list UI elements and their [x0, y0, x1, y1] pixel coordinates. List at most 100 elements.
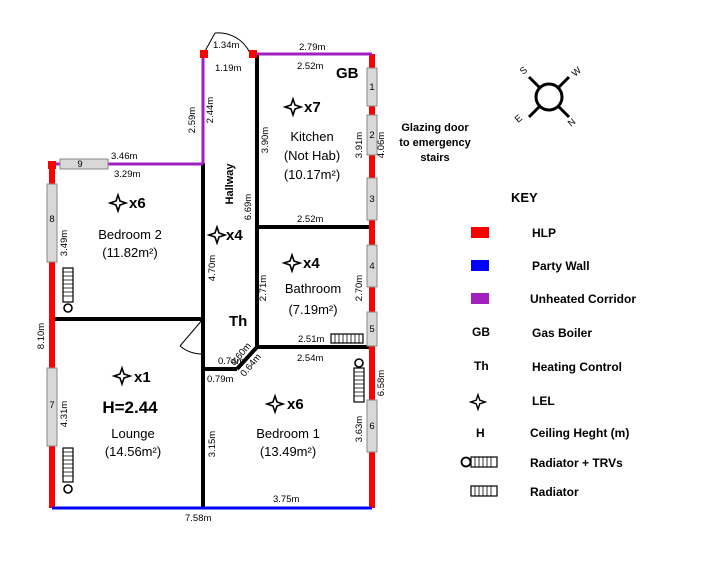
svg-text:4.70m: 4.70m — [207, 255, 218, 281]
svg-text:3.15m: 3.15m — [207, 431, 218, 457]
svg-text:3.46m: 3.46m — [111, 151, 137, 162]
svg-text:8.10m: 8.10m — [36, 323, 47, 349]
svg-text:x6: x6 — [287, 396, 304, 413]
bedroom2-label: x6 Bedroom 2 (11.82m²) — [98, 194, 162, 260]
svg-text:7.58m: 7.58m — [185, 513, 211, 524]
svg-text:x1: x1 — [134, 369, 151, 386]
svg-text:Bedroom 1: Bedroom 1 — [256, 426, 320, 441]
svg-text:stairs: stairs — [420, 152, 449, 164]
svg-text:6.69m: 6.69m — [243, 194, 254, 220]
kitchen-label: x7 Kitchen (Not Hab) (10.17m²) — [284, 98, 340, 182]
radiator-trv-icon — [460, 456, 498, 468]
svg-text:0.79m: 0.79m — [207, 374, 233, 385]
svg-text:1.19m: 1.19m — [215, 63, 241, 74]
corridor-wall-stubs — [48, 50, 257, 169]
svg-text:1.34m: 1.34m — [213, 40, 239, 51]
svg-text:(11.82m²): (11.82m²) — [102, 245, 157, 260]
svg-text:2.54m: 2.54m — [297, 353, 323, 364]
svg-text:(7.19m²): (7.19m²) — [288, 302, 337, 317]
svg-text:N: N — [566, 116, 578, 129]
legend-hlp-swatch — [471, 227, 489, 238]
svg-text:Glazing door: Glazing door — [401, 122, 469, 134]
svg-text:8: 8 — [49, 214, 54, 225]
svg-text:2.52m: 2.52m — [297, 214, 323, 225]
heating-control-label: Th — [229, 313, 247, 330]
window-7: 7 — [46, 367, 58, 447]
svg-text:0.74m: 0.74m — [218, 356, 244, 367]
glazing-door-note: Glazing door to emergency stairs — [399, 122, 471, 164]
radiator-trv-bedroom1 — [353, 358, 365, 403]
svg-text:6: 6 — [369, 421, 374, 432]
svg-text:Heating Control: Heating Control — [532, 360, 622, 374]
svg-text:Bathroom: Bathroom — [285, 281, 341, 296]
radiator-icon — [470, 485, 498, 497]
svg-text:GB: GB — [472, 325, 490, 339]
svg-text:x4: x4 — [226, 227, 243, 244]
svg-text:2.79m: 2.79m — [299, 42, 325, 53]
svg-text:2.70m: 2.70m — [354, 275, 365, 301]
gas-boiler-label: GB — [336, 65, 359, 82]
legend-title: KEY — [511, 190, 538, 205]
svg-text:HLP: HLP — [532, 226, 556, 240]
svg-text:9: 9 — [77, 159, 82, 170]
svg-text:(13.49m²): (13.49m²) — [260, 444, 316, 459]
svg-text:7: 7 — [49, 400, 54, 411]
svg-text:3.91m: 3.91m — [354, 132, 365, 158]
legend-unheated-swatch — [471, 293, 489, 304]
svg-text:4.06m: 4.06m — [376, 132, 387, 158]
svg-text:(10.17m²): (10.17m²) — [284, 167, 340, 182]
svg-text:2.52m: 2.52m — [297, 61, 323, 72]
svg-text:Gas Boiler: Gas Boiler — [532, 326, 592, 340]
legend: KEY HLP Party Wall Unheated Corridor GB … — [460, 190, 636, 499]
interior-walls — [52, 54, 372, 508]
svg-text:2: 2 — [369, 130, 374, 141]
svg-text:H: H — [476, 426, 485, 440]
svg-text:Unheated Corridor: Unheated Corridor — [530, 292, 636, 306]
svg-text:E: E — [513, 113, 525, 126]
window-9: 9 — [59, 158, 109, 170]
dimension-labels: 1.34m 1.19m 2.79m 2.52m 2.59m 2.44m 3.46… — [36, 40, 387, 524]
svg-text:3.49m: 3.49m — [59, 230, 70, 256]
svg-text:S: S — [518, 65, 530, 78]
svg-text:Hallway: Hallway — [224, 163, 236, 205]
svg-text:x7: x7 — [304, 99, 321, 116]
svg-text:6.58m: 6.58m — [376, 370, 387, 396]
svg-text:Th: Th — [474, 359, 489, 373]
entry-door-swing — [203, 32, 251, 54]
svg-text:H=2.44: H=2.44 — [102, 398, 158, 417]
svg-text:Radiator: Radiator — [530, 485, 579, 499]
bedroom1-label: x6 Bedroom 1 (13.49m²) — [256, 395, 320, 459]
svg-text:Party Wall: Party Wall — [532, 259, 590, 273]
window-3: 3 — [366, 177, 378, 221]
window-2: 2 — [366, 114, 378, 156]
compass-icon: S W E N — [513, 65, 584, 130]
legend-party-wall-swatch — [471, 260, 489, 271]
lel-icon — [470, 394, 486, 410]
svg-text:2.51m: 2.51m — [298, 334, 324, 345]
svg-text:4.31m: 4.31m — [59, 401, 70, 427]
radiator-bathroom — [330, 333, 364, 344]
svg-text:2.44m: 2.44m — [205, 97, 216, 123]
svg-text:Ceiling Heght (m): Ceiling Heght (m) — [530, 426, 629, 440]
svg-text:Radiator + TRVs: Radiator + TRVs — [530, 456, 623, 470]
svg-text:5: 5 — [369, 324, 374, 335]
lounge-door-swing — [179, 318, 204, 355]
svg-text:3.29m: 3.29m — [114, 169, 140, 180]
svg-text:3: 3 — [369, 194, 374, 205]
window-8: 8 — [46, 183, 58, 263]
svg-text:3.63m: 3.63m — [354, 416, 365, 442]
radiator-trv-lounge — [62, 447, 74, 494]
svg-text:(Not Hab): (Not Hab) — [284, 148, 340, 163]
window-6: 6 — [366, 399, 378, 453]
window-4: 4 — [366, 244, 378, 288]
svg-text:Bedroom 2: Bedroom 2 — [98, 227, 162, 242]
svg-text:3.75m: 3.75m — [273, 494, 299, 505]
svg-text:2.71m: 2.71m — [258, 275, 269, 301]
svg-text:Kitchen: Kitchen — [290, 129, 333, 144]
bathroom-label: x4 Bathroom (7.19m²) — [283, 254, 341, 317]
radiator-trv-bedroom2 — [62, 267, 74, 313]
svg-text:3.90m: 3.90m — [260, 127, 271, 153]
lounge-label: x1 H=2.44 Lounge (14.56m²) — [102, 367, 161, 459]
svg-text:LEL: LEL — [532, 394, 555, 408]
svg-text:x6: x6 — [129, 195, 146, 212]
